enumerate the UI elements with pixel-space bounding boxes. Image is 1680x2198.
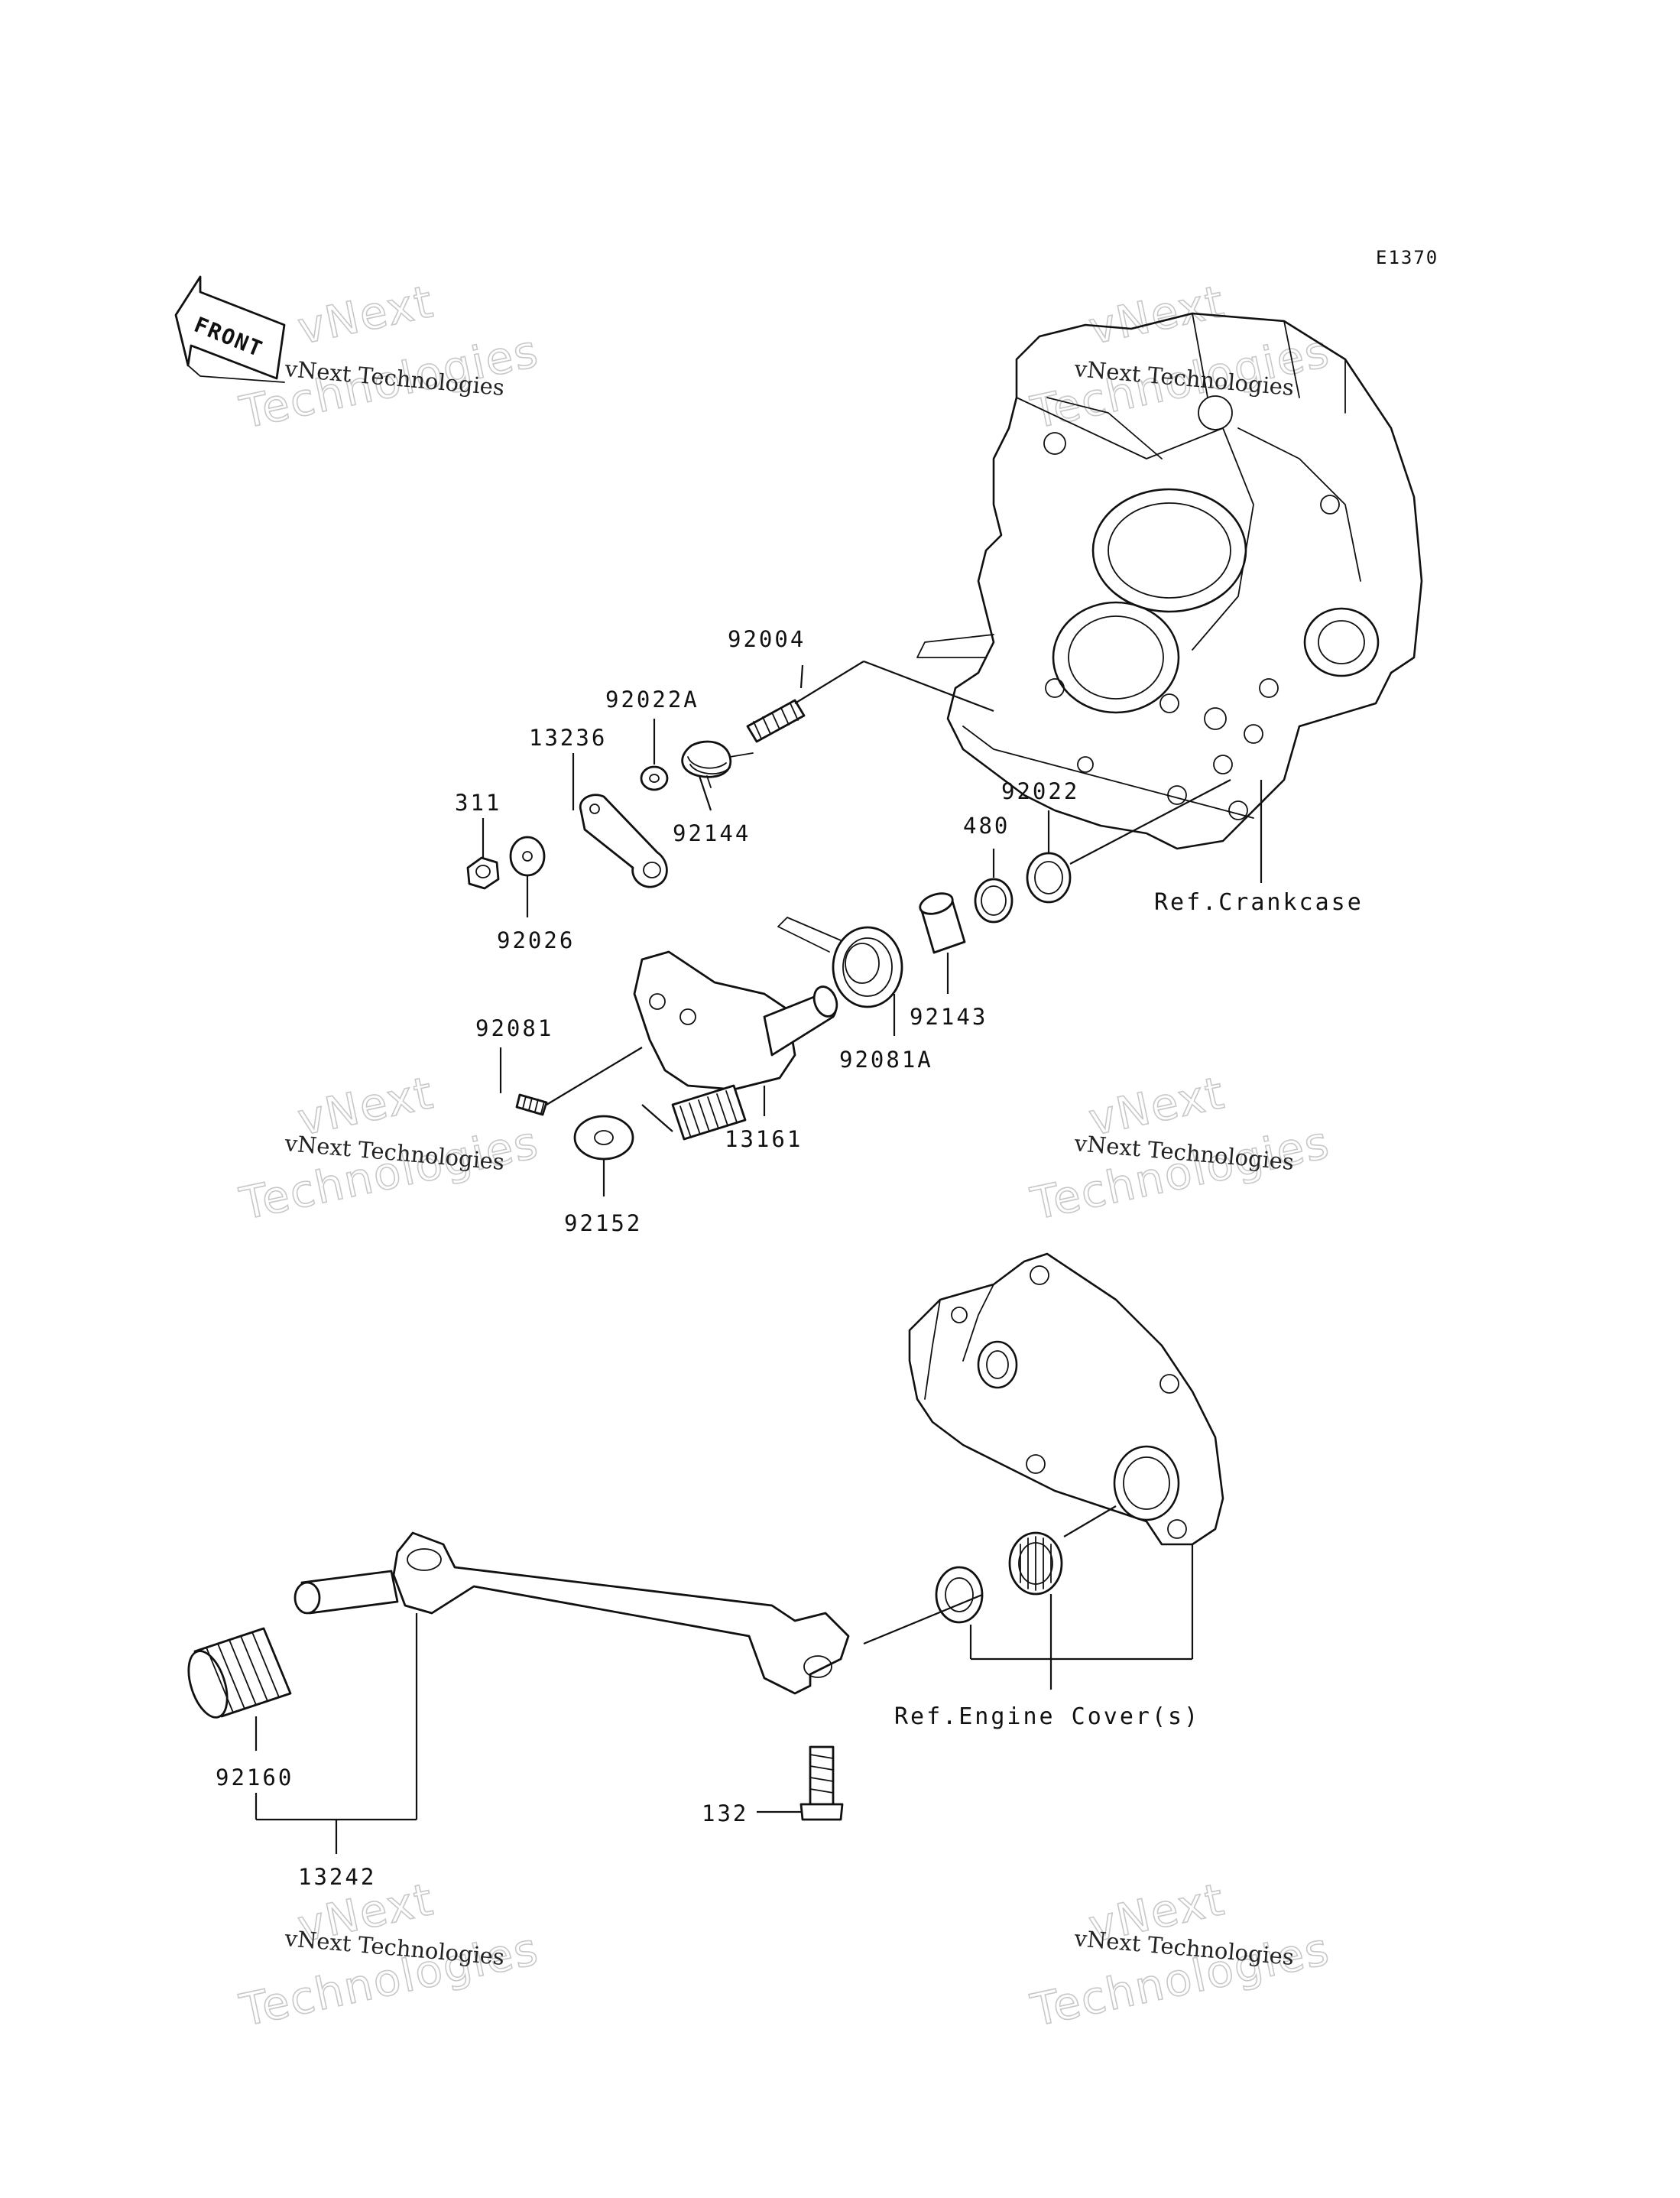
engine-cover-illustration xyxy=(908,1252,1224,1546)
part-92081[interactable] xyxy=(515,1093,548,1116)
label-92160: 92160 xyxy=(216,1765,294,1791)
label-92022A: 92022A xyxy=(605,687,699,713)
part-92081A[interactable] xyxy=(777,917,903,1008)
ref-engine-cover-label: Ref.Engine Cover(s) xyxy=(894,1703,1200,1730)
label-480: 480 xyxy=(963,813,1010,839)
label-92152: 92152 xyxy=(564,1210,642,1236)
part-13161[interactable] xyxy=(633,950,841,1141)
part-13242[interactable] xyxy=(294,1531,850,1695)
watermark: vNext Technologies vNext Technologies xyxy=(1026,274,1335,440)
engine-cover-seal xyxy=(935,1566,984,1624)
watermark: vNext Technologies vNext Technologies xyxy=(1026,1872,1335,2037)
part-92004[interactable] xyxy=(746,699,806,743)
watermark: vNext Technologies vNext Technologies xyxy=(235,1872,544,2037)
label-92144: 92144 xyxy=(673,820,751,846)
label-92081: 92081 xyxy=(475,1015,553,1041)
watermark: vNext Technologies vNext Technologies xyxy=(235,1066,544,1231)
label-13161: 13161 xyxy=(725,1126,803,1152)
watermark: vNext Technologies vNext Technologies xyxy=(1026,1066,1335,1231)
label-92081A: 92081A xyxy=(839,1047,933,1073)
part-132[interactable] xyxy=(799,1745,844,1821)
part-92160[interactable] xyxy=(181,1627,292,1722)
watermark: vNext Technologies vNext Technologies xyxy=(235,274,544,440)
svg-text:vNext: vNext xyxy=(294,275,439,355)
part-92144[interactable] xyxy=(681,740,754,788)
diagram-code: E1370 xyxy=(1376,247,1438,268)
engine-cover-bearing xyxy=(1008,1531,1063,1596)
front-arrow-icon: FRONT xyxy=(174,275,286,383)
label-311: 311 xyxy=(455,790,501,816)
part-92026[interactable] xyxy=(509,836,546,877)
part-13236[interactable] xyxy=(579,794,668,888)
part-480[interactable] xyxy=(974,878,1014,924)
label-92022: 92022 xyxy=(1001,778,1079,804)
part-92152[interactable] xyxy=(573,1115,634,1161)
label-92004: 92004 xyxy=(728,626,806,652)
leader-lines xyxy=(255,660,1263,1854)
part-92022A[interactable] xyxy=(640,765,669,791)
part-labels: 92004 92022A 13236 311 92144 92026 92022… xyxy=(216,626,1079,1890)
part-92143[interactable] xyxy=(917,890,966,954)
label-13236: 13236 xyxy=(529,725,607,751)
label-132: 132 xyxy=(702,1800,748,1826)
part-92022[interactable] xyxy=(1026,852,1072,904)
crankcase-illustration xyxy=(916,312,1423,850)
part-311[interactable] xyxy=(466,856,500,890)
label-92143: 92143 xyxy=(910,1004,988,1030)
ref-crankcase-label: Ref.Crankcase xyxy=(1154,889,1364,916)
label-92026: 92026 xyxy=(497,927,575,953)
label-13242: 13242 xyxy=(298,1864,376,1890)
